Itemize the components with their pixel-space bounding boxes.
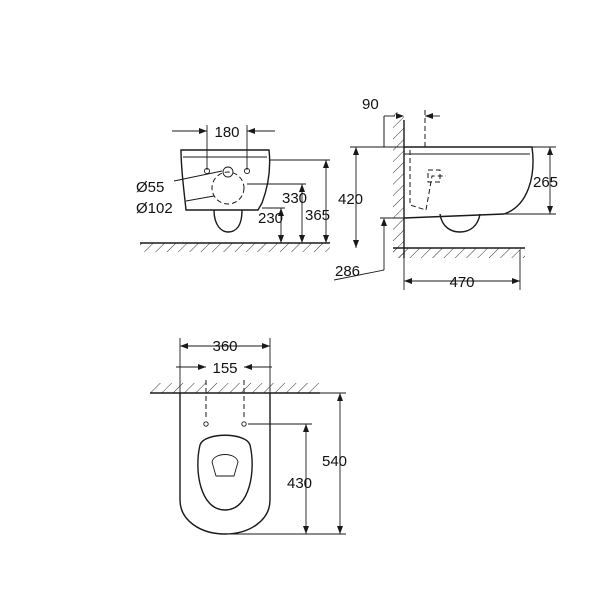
label-180: 180 xyxy=(214,124,239,141)
side-bowl-outline xyxy=(403,146,534,219)
top-seat-opening xyxy=(197,434,253,511)
side-inner-dashed xyxy=(409,150,446,211)
front-bowl-outline xyxy=(180,149,271,211)
dim-365: 365 xyxy=(305,160,330,243)
label-dia-55: Ø55 xyxy=(136,179,164,196)
dim-430: 430 xyxy=(225,423,346,535)
side-wall-hatch xyxy=(393,112,404,258)
top-bolt-left xyxy=(203,421,209,427)
label-265: 265 xyxy=(533,174,558,191)
label-420: 420 xyxy=(338,191,363,208)
dim-360: 360 xyxy=(179,338,271,393)
label-330: 330 xyxy=(282,190,307,207)
top-inner-opening xyxy=(211,454,239,477)
label-365: 365 xyxy=(305,207,330,224)
top-bolt-right xyxy=(241,421,247,427)
top-wall-hatch xyxy=(150,383,320,393)
dim-286: 286 xyxy=(333,217,404,281)
label-dia-102: Ø102 xyxy=(136,200,173,217)
label-230: 230 xyxy=(258,210,283,227)
label-90: 90 xyxy=(362,96,379,113)
side-outlet xyxy=(439,213,481,233)
label-360: 360 xyxy=(212,338,237,355)
dim-420: 420 xyxy=(338,146,404,248)
front-inlet-circle xyxy=(222,166,234,178)
dim-180: 180 xyxy=(172,124,275,170)
dim-540: 540 xyxy=(320,392,347,534)
dim-330: 330 xyxy=(282,184,307,243)
dim-265: 265 xyxy=(504,146,558,215)
side-inlet-dashed xyxy=(427,169,441,183)
top-view: 360 155 430 540 xyxy=(150,338,347,535)
leader-102 xyxy=(185,195,215,202)
dim-230: 230 xyxy=(258,208,284,243)
label-155: 155 xyxy=(212,360,237,377)
label-430: 430 xyxy=(287,475,312,492)
leader-55 xyxy=(173,170,223,182)
label-286: 286 xyxy=(335,263,360,280)
front-pipe-circle-dashed xyxy=(211,171,245,205)
side-view: 90 420 286 265 xyxy=(333,96,558,291)
label-540: 540 xyxy=(322,453,347,470)
front-view: 180 Ø55 Ø102 230 330 365 xyxy=(136,124,330,252)
front-outlet xyxy=(213,209,243,233)
top-bowl-outline xyxy=(179,393,271,535)
dim-155: 155 xyxy=(176,360,272,377)
label-470: 470 xyxy=(449,274,474,291)
side-floor-hatch xyxy=(393,248,525,258)
front-floor-hatch xyxy=(140,243,330,252)
dim-470: 470 xyxy=(403,250,521,291)
